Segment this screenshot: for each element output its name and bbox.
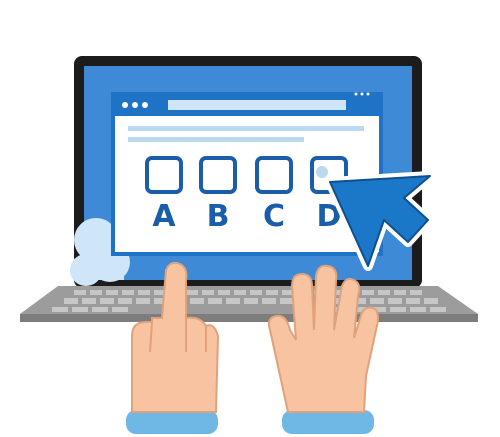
text-line-1 <box>128 126 364 131</box>
choice-label-b: B <box>207 199 230 234</box>
choice-label-c: C <box>263 199 285 234</box>
menu-dots-icon[interactable] <box>354 92 370 96</box>
right-hand <box>267 264 379 434</box>
mouse-pointer-arrow-icon <box>325 171 435 271</box>
left-hand <box>126 261 220 434</box>
address-bar <box>168 100 346 110</box>
choice-label-a: A <box>152 199 176 234</box>
choice-box-b[interactable] <box>199 156 237 194</box>
choice-box-d[interactable] <box>310 156 348 194</box>
window-control-dots-icon[interactable] <box>122 102 148 108</box>
choice-box-a[interactable] <box>145 156 183 194</box>
screen-cloud-decoration <box>70 218 130 286</box>
choice-box-c[interactable] <box>255 156 293 194</box>
laptop-front-edge <box>20 314 478 322</box>
choice-d-selected-mark <box>316 166 328 178</box>
text-line-2 <box>128 137 304 142</box>
